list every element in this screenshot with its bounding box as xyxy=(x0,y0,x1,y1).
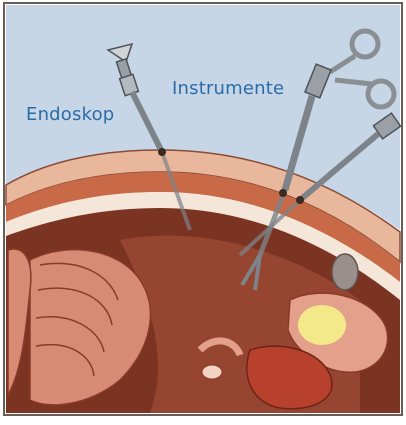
entry-point-grasper xyxy=(279,189,287,197)
ovary xyxy=(202,365,222,379)
yellow-organ xyxy=(298,305,346,345)
endoscope-label: Endoskop xyxy=(26,104,114,125)
entry-point-probe xyxy=(296,196,304,204)
entry-point-endoscope xyxy=(158,148,166,156)
small-organ xyxy=(332,254,358,290)
instruments-label: Instrumente xyxy=(172,78,284,99)
